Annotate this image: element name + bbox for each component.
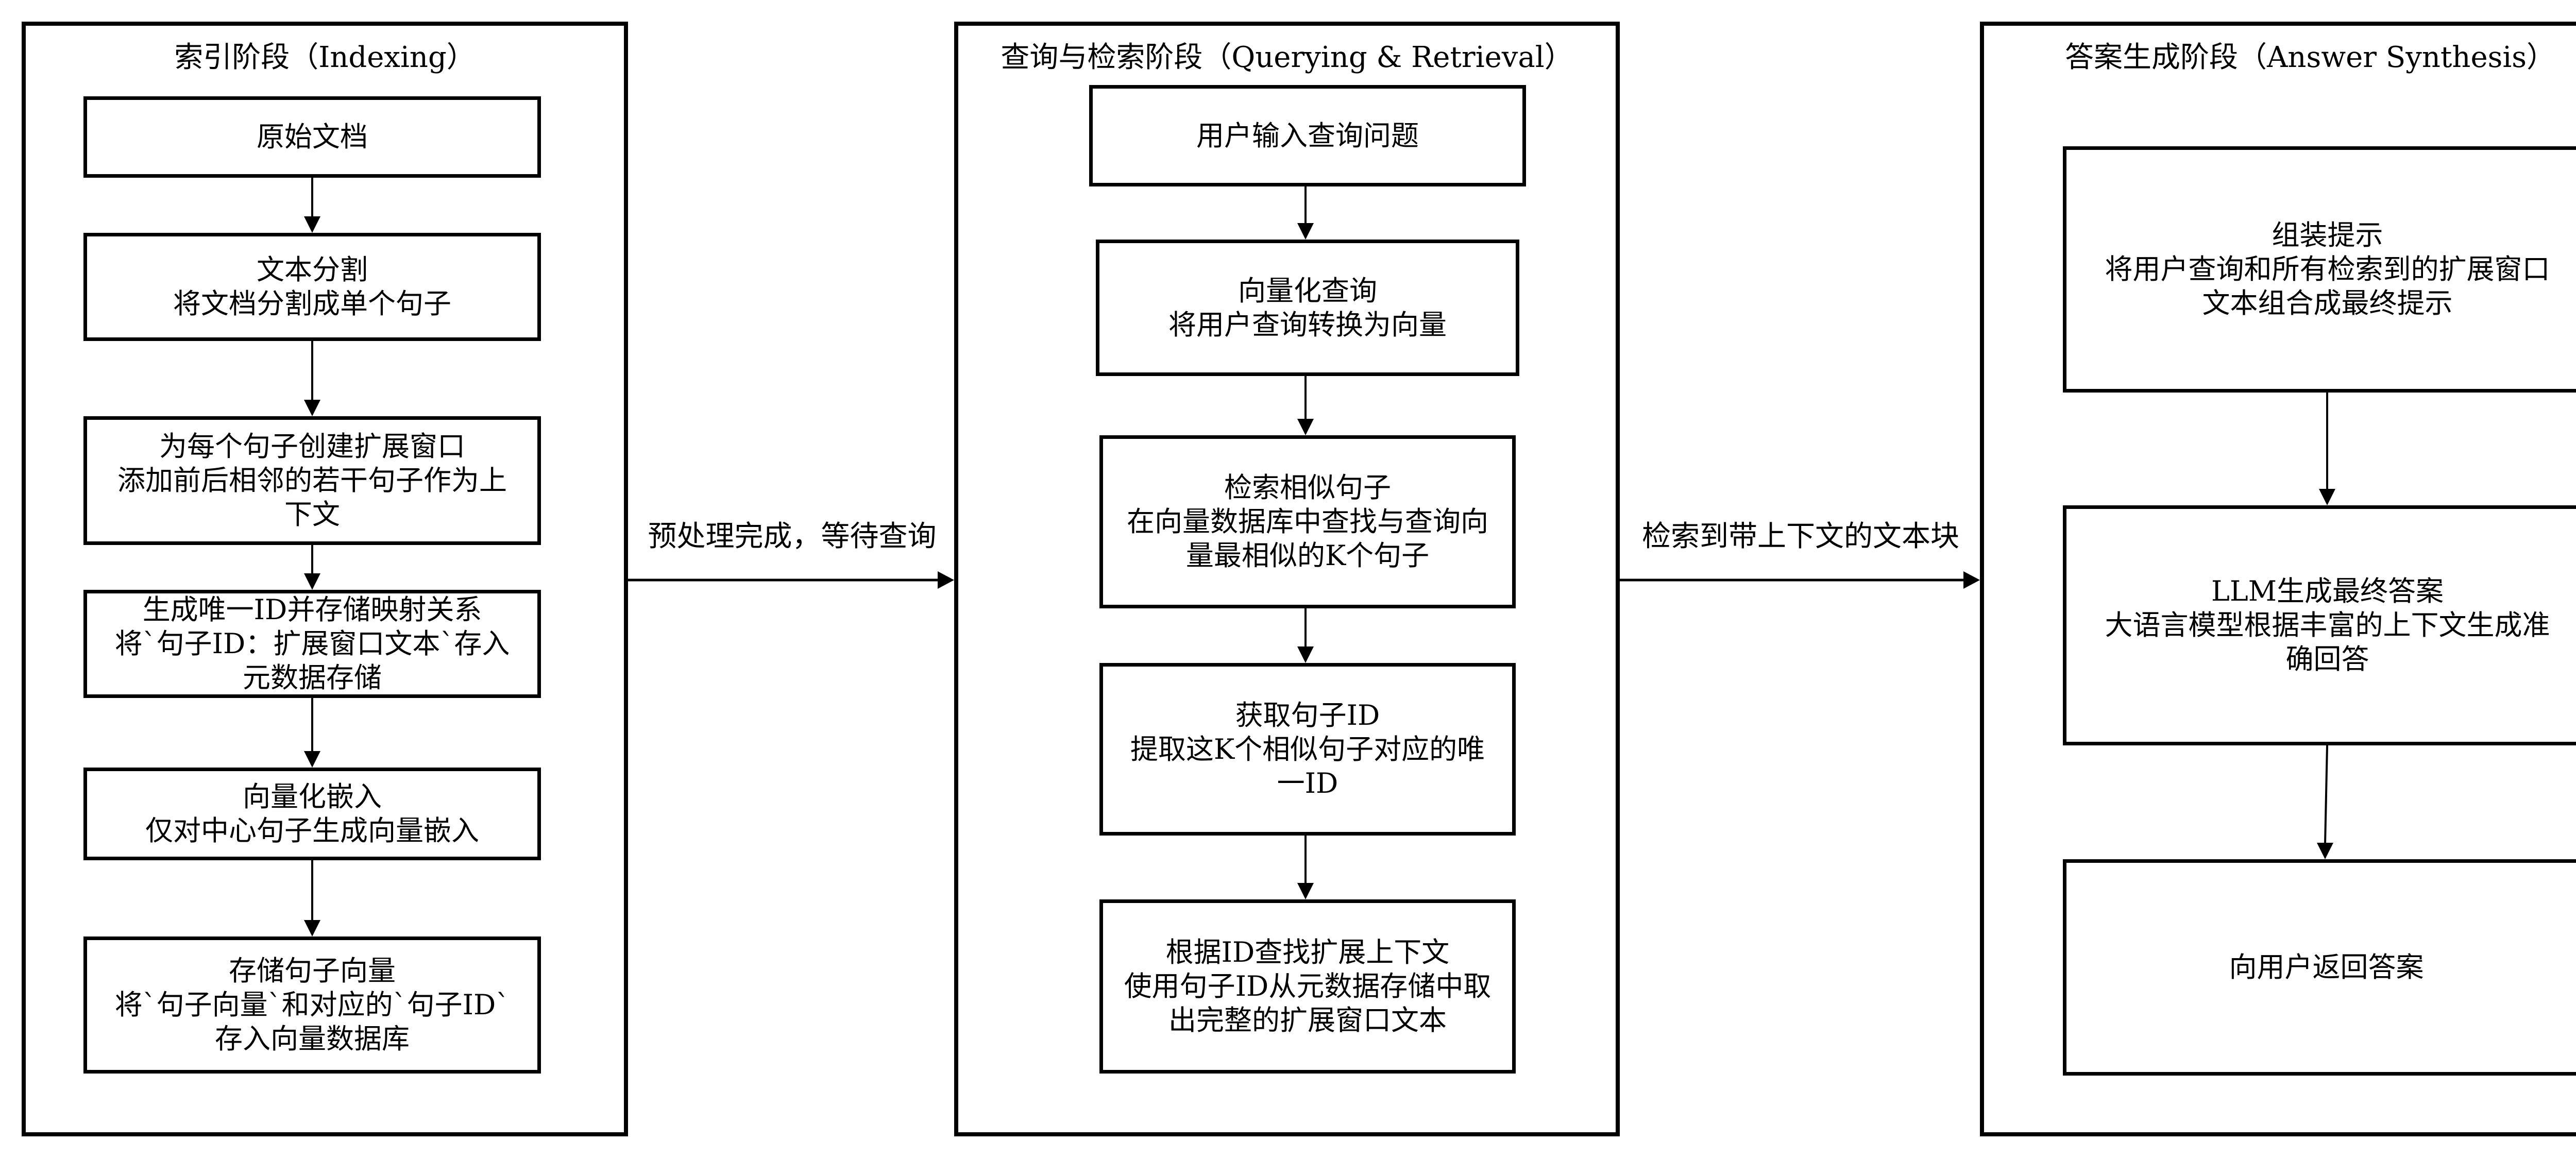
node-line: 将用户查询和所有检索到的扩展窗口 xyxy=(2105,253,2550,285)
node-line: 将`句子向量`和对应的`句子ID` xyxy=(114,989,510,1021)
node-line: 量最相似的K个句子 xyxy=(1185,539,1430,572)
node-raw-docs: 原始文档 xyxy=(83,96,541,178)
node-line: 原始文档 xyxy=(257,121,368,153)
node-return-answer: 向用户返回答案 xyxy=(2063,859,2576,1076)
node-line: 将文档分割成单个句子 xyxy=(173,287,451,320)
node-line: 为每个句子创建扩展窗口 xyxy=(159,430,465,463)
node-user-query: 用户输入查询问题 xyxy=(1089,85,1526,186)
panel-title-synthesis: 答案生成阶段（Answer Synthesis） xyxy=(2064,41,2556,74)
node-line: 在向量数据库中查找与查询向 xyxy=(1127,505,1488,538)
node-line: LLM生成最终答案 xyxy=(2211,575,2444,607)
node-line: 向量化嵌入 xyxy=(243,780,382,813)
node-create-window: 为每个句子创建扩展窗口 添加前后相邻的若干句子作为上 下文 xyxy=(83,416,541,545)
node-retrieve-similar: 检索相似句子 在向量数据库中查找与查询向 量最相似的K个句子 xyxy=(1099,435,1516,608)
edge-label-indexing-to-querying: 预处理完成，等待查询 xyxy=(648,520,937,553)
node-line: 出完整的扩展窗口文本 xyxy=(1168,1004,1447,1036)
node-line: 确回答 xyxy=(2285,643,2369,675)
node-embed: 向量化嵌入 仅对中心句子生成向量嵌入 xyxy=(83,768,541,860)
arrow-indexing-to-querying xyxy=(628,571,954,589)
node-store-vectors: 存储句子向量 将`句子向量`和对应的`句子ID` 存入向量数据库 xyxy=(83,936,541,1074)
node-line: 获取句子ID xyxy=(1235,699,1380,731)
arrow-querying-to-synthesis xyxy=(1620,571,1980,589)
node-line: 存储句子向量 xyxy=(229,955,396,987)
node-get-ids: 获取句子ID 提取这K个相似句子对应的唯 一ID xyxy=(1099,663,1516,836)
node-line: 根据ID查找扩展上下文 xyxy=(1165,936,1450,968)
node-line: 用户输入查询问题 xyxy=(1196,119,1419,152)
node-lookup-context: 根据ID查找扩展上下文 使用句子ID从元数据存储中取 出完整的扩展窗口文本 xyxy=(1099,899,1516,1074)
node-line: 检索相似句子 xyxy=(1224,471,1391,504)
node-line: 组装提示 xyxy=(2272,219,2383,251)
node-line: 将`句子ID：扩展窗口文本`存入 xyxy=(114,627,510,660)
node-line: 元数据存储 xyxy=(243,661,382,694)
node-line: 生成唯一ID并存储映射关系 xyxy=(142,593,482,626)
node-line: 存入向量数据库 xyxy=(215,1023,410,1055)
node-gen-id: 生成唯一ID并存储映射关系 将`句子ID：扩展窗口文本`存入 元数据存储 xyxy=(83,590,541,698)
node-line: 大语言模型根据丰富的上下文生成准 xyxy=(2105,609,2550,641)
node-line: 下文 xyxy=(284,498,340,531)
node-line: 文本分割 xyxy=(257,253,368,286)
node-line: 将用户查询转换为向量 xyxy=(1168,308,1447,341)
node-line: 提取这K个相似句子对应的唯 xyxy=(1130,733,1485,765)
node-vectorize-query: 向量化查询 将用户查询转换为向量 xyxy=(1096,240,1519,376)
node-line: 一ID xyxy=(1277,767,1338,799)
node-line: 添加前后相邻的若干句子作为上 xyxy=(117,464,507,497)
node-line: 向量化查询 xyxy=(1238,274,1377,307)
node-llm-generate: LLM生成最终答案 大语言模型根据丰富的上下文生成准 确回答 xyxy=(2063,505,2576,745)
edge-label-querying-to-synthesis: 检索到带上下文的文本块 xyxy=(1642,520,1959,553)
node-assemble-prompt: 组装提示 将用户查询和所有检索到的扩展窗口 文本组合成最终提示 xyxy=(2063,146,2576,393)
panel-title-indexing: 索引阶段（Indexing） xyxy=(174,41,476,74)
panel-title-querying: 查询与检索阶段（Querying & Retrieval） xyxy=(1001,41,1573,74)
node-line: 仅对中心句子生成向量嵌入 xyxy=(145,814,479,847)
node-text-split: 文本分割 将文档分割成单个句子 xyxy=(83,233,541,341)
node-line: 向用户返回答案 xyxy=(2229,951,2424,983)
node-line: 文本组合成最终提示 xyxy=(2202,287,2453,319)
node-line: 使用句子ID从元数据存储中取 xyxy=(1124,970,1492,1002)
